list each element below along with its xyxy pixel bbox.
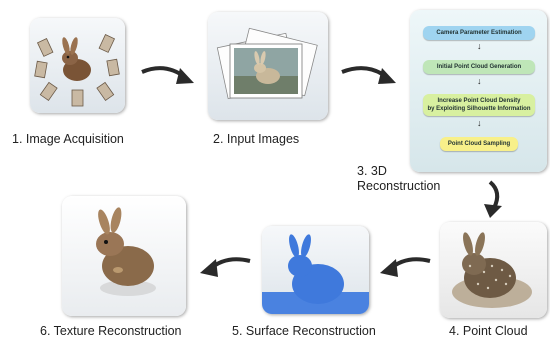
arrow-4-to-5-icon	[380, 257, 431, 277]
pipeline-down-arrow-icon: ↓	[477, 76, 482, 86]
step-2-caption: 2. Input Images	[213, 132, 300, 146]
input-images-illustration	[216, 27, 318, 100]
pipeline-box-increase-density: Increase Point Cloud Density by Exploiti…	[423, 94, 535, 116]
panel-texture-reconstruction	[62, 196, 186, 316]
step-3-caption: 3. 3D Reconstruction	[357, 164, 441, 193]
textured-bunny-icon	[96, 207, 156, 296]
pipeline-box-camera-parameter-estimation: Camera Parameter Estimation	[423, 26, 535, 40]
arrow-1-to-2-icon	[141, 66, 194, 84]
pipeline-down-arrow-icon: ↓	[477, 41, 482, 51]
panel-point-cloud	[440, 222, 547, 318]
point-cloud-illustration	[452, 232, 532, 308]
step-6-caption: 6. Texture Reconstruction	[40, 324, 182, 338]
bunny-photo-icon	[254, 51, 280, 84]
panel-3d-reconstruction-pipeline: Camera Parameter Estimation ↓ Initial Po…	[410, 10, 547, 172]
panel-surface-reconstruction	[262, 226, 369, 314]
pipeline-box-initial-point-cloud: Initial Point Cloud Generation	[423, 60, 535, 74]
step-4-caption: 4. Point Cloud	[449, 324, 528, 338]
image-acquisition-illustration	[34, 34, 120, 107]
texture-reconstruction-illustration	[96, 207, 156, 296]
pipeline-box-point-cloud-sampling: Point Cloud Sampling	[440, 137, 518, 151]
blue-surface-bunny-icon	[262, 234, 369, 314]
camera-frame-icon	[34, 34, 120, 107]
arrow-5-to-6-icon	[200, 257, 251, 277]
bunny-icon	[62, 37, 91, 81]
pipeline-down-arrow-icon: ↓	[477, 118, 482, 128]
point-cloud-bunny-icon	[452, 232, 532, 308]
step-5-caption: 5. Surface Reconstruction	[232, 324, 376, 338]
panel-image-acquisition	[30, 18, 125, 113]
surface-reconstruction-illustration	[262, 234, 369, 314]
photo-stack-icon	[216, 27, 318, 100]
arrow-3-to-4-icon	[484, 180, 502, 218]
arrow-2-to-3-icon	[341, 66, 396, 84]
step-1-caption: 1. Image Acquisition	[12, 132, 124, 146]
panel-input-images	[208, 12, 328, 120]
